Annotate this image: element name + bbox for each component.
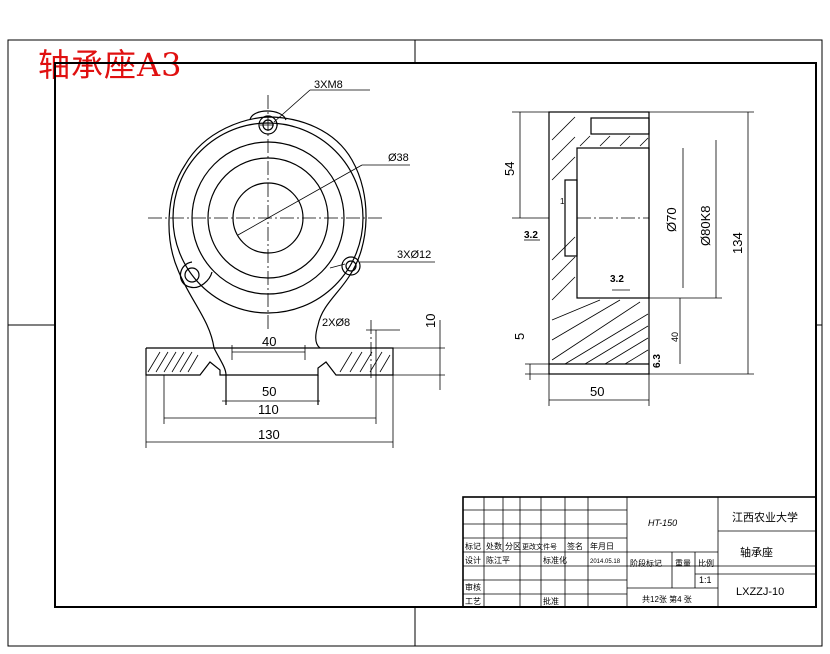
dim-110-label: 110: [258, 402, 279, 417]
header-label-0: 标记: [465, 541, 481, 551]
front-view: [145, 110, 394, 405]
side-dim-50-label: 50: [590, 384, 604, 399]
top-ear: [249, 110, 287, 121]
review-label: 审核: [465, 582, 481, 592]
side-dim-phi80k8-label: Ø80K8: [698, 206, 713, 246]
side-dim-5-label: 5: [512, 333, 527, 340]
school-name: 江西农业大学: [732, 510, 798, 524]
side-dimensions: [512, 111, 754, 406]
title-block-grid: [462, 496, 817, 608]
header-label-5: 年月日: [590, 541, 614, 551]
scale-value: 1:1: [699, 575, 712, 585]
part-name: 轴承座: [740, 545, 773, 559]
dim-10-label: 10: [423, 314, 438, 328]
designer-label: 设计: [465, 555, 481, 565]
designer-name: 陈江平: [486, 555, 510, 565]
drawing-number: LXZZJ-10: [736, 586, 784, 598]
dim-40-label: 40: [262, 334, 276, 349]
dim-130-label: 130: [258, 427, 280, 442]
standard-label: 标准化: [543, 555, 567, 565]
roughness-label-3: 6.3: [652, 354, 663, 368]
stage-label: 阶段标记: [630, 558, 662, 568]
process-label: 工艺: [465, 597, 481, 606]
side-dim-phi70-label: Ø70: [664, 207, 679, 232]
foot-fillet-left: [213, 347, 227, 376]
side-dim-134-label: 134: [730, 232, 745, 254]
sheet-count: 共12张 第4 张: [642, 594, 692, 604]
approve-label: 批准: [543, 596, 559, 606]
centering-marks: [8, 40, 822, 646]
material-label: HT-150: [648, 518, 677, 528]
side-bolt-hole: [590, 117, 650, 135]
dim-50-label: 50: [262, 384, 276, 399]
base-hole-callout: 2XØ8: [322, 317, 350, 329]
left-bolt-hole: [184, 267, 200, 283]
right-bolt-hole-inner: [345, 260, 357, 272]
sheet-title: 轴承座A3: [38, 46, 183, 84]
side-dim-40-label: 40: [670, 332, 680, 342]
side-groove: [564, 179, 578, 257]
bolt-callout: 3XM8: [314, 79, 343, 91]
header-label-1: 处数: [486, 541, 502, 551]
front-dimensions: [145, 89, 445, 448]
side-view: [548, 111, 650, 375]
roughness-label-2: 3.2: [610, 274, 624, 285]
bore-callout: Ø38: [388, 152, 409, 164]
side-dim-54-label: 54: [502, 162, 517, 176]
body-outline: [168, 116, 367, 349]
outer-frame: [7, 39, 823, 647]
header-label-3: 更改文件号: [522, 542, 557, 551]
side-hatching: [551, 116, 649, 365]
design-date: 2014.05.18: [590, 559, 621, 565]
scale-label: 比例: [698, 558, 714, 568]
header-label-2: 分区: [505, 542, 521, 551]
header-label-4: 签名: [567, 541, 583, 551]
right-bolt-hole-outer: [341, 256, 361, 276]
weight-label: 重量: [675, 558, 691, 568]
roughness-label-1: 3.2: [524, 230, 538, 241]
left-ear: [179, 261, 213, 289]
side-dim-1-label: 1: [560, 197, 565, 206]
inner-frame: [54, 62, 817, 608]
base-hatching: [147, 351, 391, 373]
hole-callout: 3XØ12: [397, 249, 431, 261]
